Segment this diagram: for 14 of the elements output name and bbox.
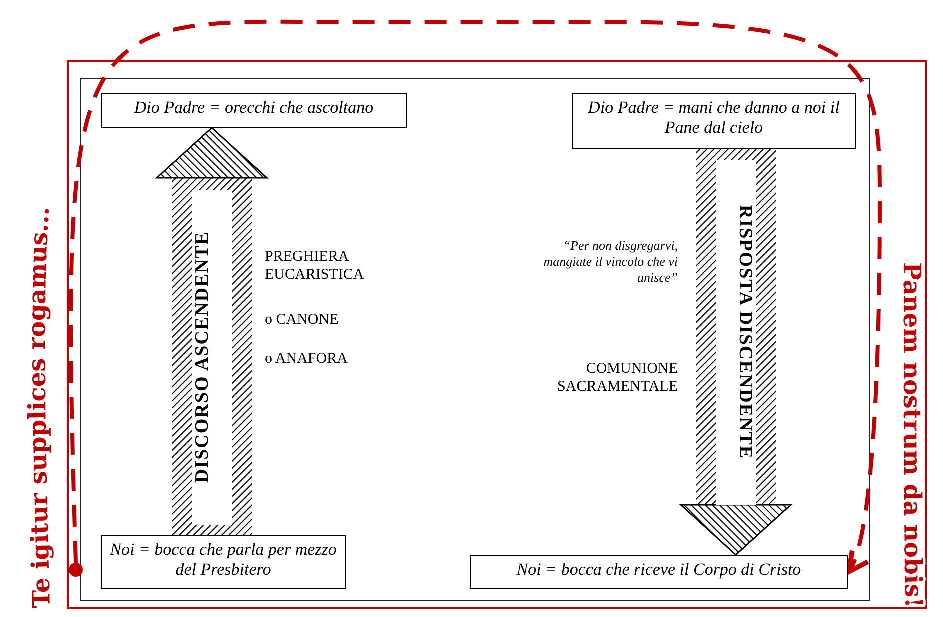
block-arrow <box>680 149 792 556</box>
side-note: PREGHIERA EUCARISTICA <box>265 248 366 284</box>
text-box: Dio Padre = mani che danno a noi il Pane dal cielo <box>572 93 856 149</box>
edge-label: DISCORSO ASCENDENTE <box>192 190 232 525</box>
text-box: Noi = bocca che riceve il Corpo di Cristo <box>470 555 848 589</box>
edge-label: RISPOSTA DISCENDENTE <box>716 160 756 505</box>
side-note: o ANAFORA <box>265 350 349 368</box>
text-box: Dio Padre = orecchi che ascoltano <box>101 93 407 128</box>
block-arrow <box>156 127 268 535</box>
text-box: Noi = bocca che parla per mezzo del Presbitero <box>101 535 346 589</box>
side-note: o CANONE <box>265 311 340 329</box>
quote-text: “Per non disgregarvi, mangiate il vincolo che vi unisce” <box>542 238 678 286</box>
side-note: COMUNIONE SACRAMENTALE <box>556 360 678 396</box>
start-dot <box>69 563 83 577</box>
